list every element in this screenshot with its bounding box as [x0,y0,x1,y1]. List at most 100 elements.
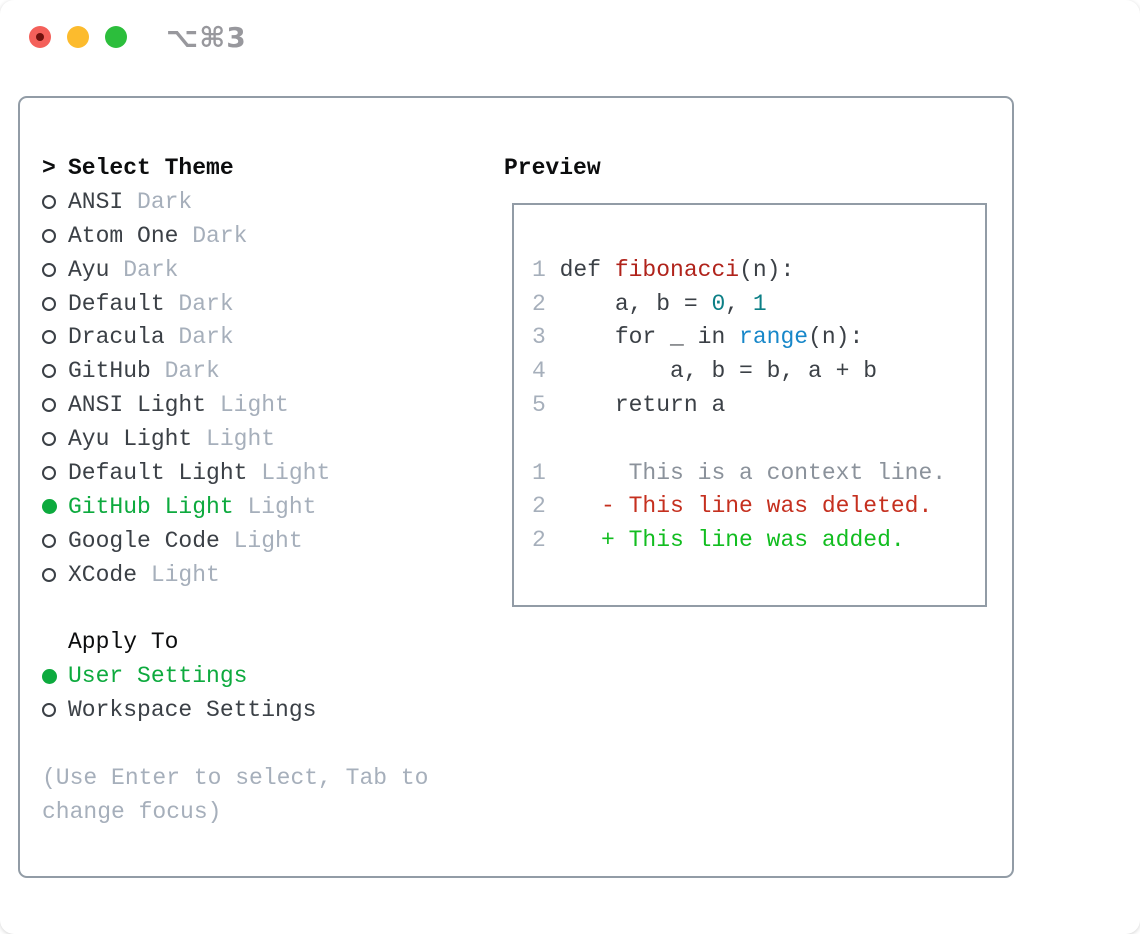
option-variant-tag: Light [219,527,303,554]
radio-unselected-icon [42,262,68,277]
preview-code-line [532,422,985,456]
radio-unselected-icon [42,194,68,209]
code-segment-code: a, b = b, a + b [545,358,878,385]
option-label: ANSI Light [68,392,207,419]
option-label: Ayu Light [68,426,193,453]
radio-unselected-icon [42,703,68,718]
option-label: Ayu [68,256,110,283]
option-label: User Settings [68,663,248,690]
theme-option[interactable]: Google Code Light [42,524,500,558]
line-number: 1 [532,256,546,283]
option-variant-tag: Light [192,426,276,453]
option-label: Default [68,290,165,317]
preview-code-line: 2 + This line was added. [532,523,985,557]
code-segment-bi: range [739,324,809,351]
code-segment-code: a, b = [545,290,712,317]
option-label: GitHub Light [68,493,234,520]
line-number: 5 [532,392,546,419]
option-variant-tag: Dark [164,324,234,351]
apply-to-title: Apply To [68,629,179,656]
theme-option[interactable]: Ayu Light Light [42,422,500,456]
theme-option[interactable]: Atom One Dark [42,219,500,253]
apply-to-option[interactable]: Workspace Settings [42,693,500,727]
option-variant-tag: Light [247,459,331,486]
line-number: 2 [532,527,546,554]
option-label: GitHub [68,358,151,385]
theme-option[interactable]: Ayu Dark [42,253,500,287]
code-segment-fn: fibonacci [614,256,740,283]
option-variant-tag: Light [137,561,220,588]
line-number: 4 [532,358,546,385]
option-label: Workspace Settings [68,697,317,724]
option-label: Default Light [68,459,248,486]
theme-option[interactable]: Default Light Light [42,456,500,490]
theme-option[interactable]: ANSI Light Light [42,388,500,422]
titlebar: ⌥⌘3 [0,0,1140,96]
radio-unselected-icon [42,567,68,582]
spacer [42,727,500,761]
option-label: Atom One [68,222,179,249]
preview-code-line: 2 - This line was deleted. [532,490,985,524]
line-number: 1 [532,459,546,486]
radio-unselected-icon [42,296,68,311]
option-label: ANSI [68,188,124,215]
select-theme-header: > Select Theme [42,151,500,185]
radio-unselected-icon [42,228,68,243]
code-segment-code: return a [545,392,726,419]
option-variant-tag: Dark [123,188,193,215]
close-dot-icon [36,33,44,41]
code-segment-ctx: This is a context line. [545,459,947,486]
code-segment-code: , [725,290,753,317]
apply-to-option[interactable]: User Settings [42,659,500,693]
code-segment-code: (n): [808,324,864,351]
spacer [42,592,500,626]
preview-code-line: 1 This is a context line. [532,456,985,490]
code-segment-num: 1 [752,290,767,317]
select-theme-title: Select Theme [68,154,234,181]
code-segment-num: 0 [711,290,726,317]
option-variant-tag: Dark [109,256,179,283]
focus-caret-icon: > [42,154,56,181]
code-segment-code: def [545,256,615,283]
theme-option[interactable]: ANSI Dark [42,185,500,219]
theme-option[interactable]: Dracula Dark [42,320,500,354]
option-variant-tag: Dark [150,358,220,385]
theme-option[interactable]: GitHub Light Light [42,490,500,524]
line-number: 2 [532,493,546,520]
minimize-button[interactable] [67,26,89,48]
radio-unselected-icon [42,330,68,345]
radio-selected-icon [42,668,68,684]
apply-to-header: Apply To [42,625,500,659]
preview-code-line: 2 a, b = 0, 1 [532,287,985,321]
option-variant-tag: Light [206,392,289,419]
option-label: Google Code [68,527,220,554]
radio-unselected-icon [42,432,68,447]
code-segment-code: (n): [739,256,795,283]
code-segment-add: + This line was added. [545,527,905,554]
option-label: Dracula [68,324,165,351]
hint-line: change focus) [42,798,222,825]
zoom-button[interactable] [105,26,127,48]
option-variant-tag: Light [233,493,317,520]
line-number: 2 [532,290,546,317]
theme-option[interactable]: XCode Light [42,558,500,592]
theme-option[interactable]: GitHub Dark [42,354,500,388]
code-segment-code: for _ in [545,324,740,351]
radio-unselected-icon [42,364,68,379]
close-button[interactable] [29,26,51,48]
preview-title: Preview [504,154,601,181]
radio-unselected-icon [42,398,68,413]
window-shortcut-label: ⌥⌘3 [166,21,247,54]
theme-option[interactable]: Default Dark [42,287,500,321]
radio-unselected-icon [42,533,68,548]
option-variant-tag: Dark [178,222,248,249]
option-label: XCode [68,561,138,588]
